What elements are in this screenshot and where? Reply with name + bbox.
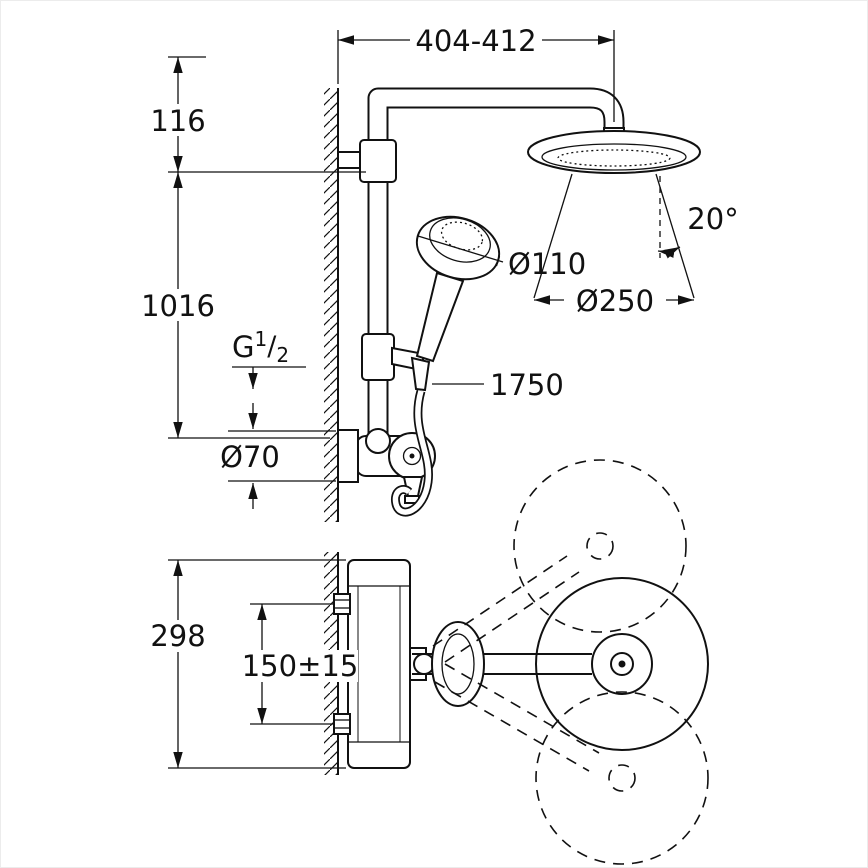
temperature-knob-center	[409, 453, 415, 459]
label-mask	[138, 289, 218, 321]
swivel-arm-upper-2	[432, 555, 568, 647]
label-mask	[148, 104, 208, 136]
dimensions: 404-412 116 1016 G1/2 Ø70 Ø110 Ø250	[138, 24, 739, 769]
wall-hatching-elevation	[324, 88, 338, 522]
head-shower-spray-face	[557, 149, 671, 167]
swivel-position-lower	[535, 691, 709, 865]
angle-arc	[657, 246, 681, 259]
wall-escutcheon	[337, 429, 359, 483]
riser-junction	[365, 428, 391, 454]
elevation-view	[324, 87, 701, 522]
thread-size-label: G1/2	[232, 327, 289, 367]
hand-shower-plan-inner	[441, 633, 475, 695]
label-mask	[146, 620, 210, 652]
temperature-knob-inner	[402, 446, 422, 466]
label-mask	[242, 650, 358, 682]
head-shower-face-ring	[541, 143, 687, 171]
spray-cone-left-line	[533, 173, 573, 299]
dim-spray-angle-label: 20°	[687, 202, 738, 236]
supply-union-top	[333, 593, 351, 615]
swivel-position-upper	[513, 459, 687, 633]
label-mask	[564, 284, 666, 316]
supply-union-bottom	[333, 713, 351, 735]
thread-prefix: G	[232, 330, 254, 364]
head-shower	[527, 130, 701, 174]
dim-head-shower-diameter-label: Ø250	[576, 284, 654, 318]
head-joint-center-plan	[618, 660, 626, 668]
label-mask	[410, 24, 542, 56]
dim-inlet-spacing-label: 150±15	[242, 649, 359, 683]
swivel-arm-lower-1	[434, 681, 590, 772]
tick-hand-shower-1	[415, 230, 421, 242]
dim-hand-shower-diameter-label: Ø110	[508, 247, 586, 281]
hand-shower-plan	[431, 621, 485, 707]
thread-slash: /	[267, 331, 277, 362]
swivel-arm-lower-2	[444, 663, 600, 754]
hose-connector	[410, 356, 431, 392]
plan-view	[324, 459, 709, 865]
spray-cone-right-line	[655, 173, 695, 299]
dim-hose-length-label: 1750	[490, 368, 564, 402]
dim-escutcheon-diameter-label: Ø70	[220, 440, 280, 474]
dim-arm-reach-label: 404-412	[415, 24, 536, 58]
swivel-joint-lower	[608, 764, 636, 792]
swivel-arm-upper-1	[444, 571, 580, 663]
hand-shower-face-ring	[429, 217, 491, 263]
riser-union	[359, 139, 397, 183]
holder-slider	[361, 333, 395, 381]
swivel-joint-upper	[586, 532, 614, 560]
shower-hose-core	[392, 390, 432, 515]
dim-riser-length-label: 1016	[141, 289, 215, 323]
thread-denominator: 2	[276, 343, 289, 367]
dim-top-offset-label: 116	[150, 104, 205, 138]
dim-plan-width-label: 298	[150, 619, 205, 653]
thread-numerator: 1	[254, 327, 267, 351]
leader-line-hand-shower-dia	[417, 235, 504, 263]
tick-hand-shower-2	[495, 255, 501, 267]
